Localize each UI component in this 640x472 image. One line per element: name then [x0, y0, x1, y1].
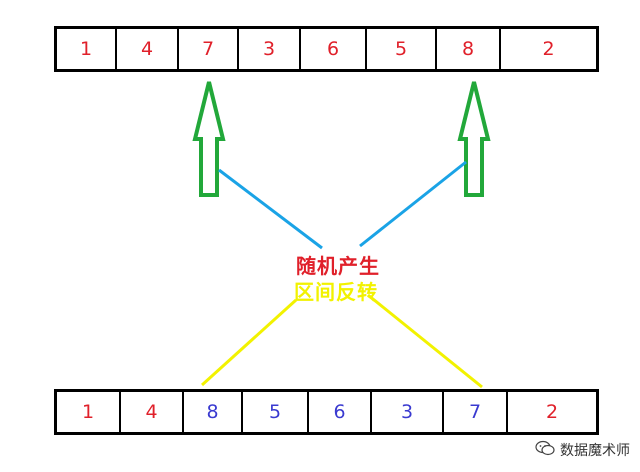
left-yellow-line	[200, 298, 298, 387]
watermark-text: 数据魔术师	[560, 443, 630, 459]
array-cell: 3	[372, 392, 444, 432]
left-up-arrow	[192, 81, 226, 197]
array-cell: 3	[239, 29, 301, 69]
right-blue-line	[359, 160, 467, 248]
array-cell: 8	[437, 29, 501, 69]
wechat-icon	[535, 440, 555, 460]
random-generate-label: 随机产生	[296, 254, 380, 278]
range-reverse-label: 区间反转	[294, 280, 378, 304]
array-cell: 2	[542, 38, 555, 60]
left-blue-line	[218, 168, 323, 250]
array-cell: 2	[545, 401, 559, 423]
array-cell: 4	[121, 392, 184, 432]
array-cell: 5	[243, 392, 309, 432]
array-cell: 1	[57, 392, 121, 432]
array-cell: 6	[309, 392, 372, 432]
right-yellow-line	[367, 293, 483, 389]
watermark: 数据魔术师	[535, 440, 630, 460]
array-cell: 8	[184, 392, 243, 432]
array-cell: 4	[117, 29, 179, 69]
array-cell: 7	[179, 29, 239, 69]
array-cell: 1	[57, 29, 117, 69]
original-array: 1 4 7 3 6 5 8 2	[54, 26, 599, 72]
array-cell: 5	[367, 29, 437, 69]
array-cell: 7	[444, 392, 508, 432]
array-cell: 6	[301, 29, 367, 69]
reversed-array: 1 4 8 5 6 3 7 2	[54, 389, 599, 435]
right-up-arrow	[457, 81, 491, 197]
